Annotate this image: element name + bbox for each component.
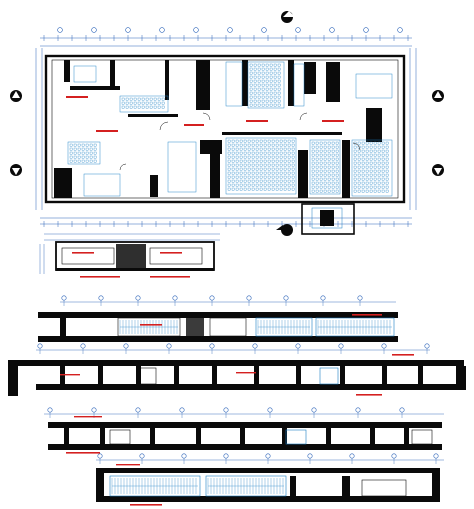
north-arrow-icon xyxy=(281,11,295,23)
elevation-3-columns xyxy=(64,428,409,444)
section-a xyxy=(39,233,220,278)
section-marker-icon xyxy=(432,164,444,176)
plan-entry-stair xyxy=(301,203,355,235)
elevation-4 xyxy=(96,453,444,506)
plan-room-labels xyxy=(66,96,344,132)
grid-bubble-icon xyxy=(209,343,215,349)
grid-bubble-icon xyxy=(261,27,267,33)
grid-bubble-icon xyxy=(135,295,141,301)
grid-bubble-icon xyxy=(61,295,67,301)
grid-bubble-icon xyxy=(329,27,335,33)
grid-bubble-icon xyxy=(172,295,178,301)
grid-bubble-icon xyxy=(125,27,131,33)
grid-bubble-icon xyxy=(381,343,387,349)
section-marker-icon xyxy=(432,90,444,102)
grid-bubble-icon xyxy=(307,453,313,459)
section-marker-icon xyxy=(10,90,22,102)
grid-bubble-icon xyxy=(349,453,355,459)
grid-bubble-icon xyxy=(57,27,63,33)
grid-bubble-icon xyxy=(355,407,361,413)
grid-bubble-icon xyxy=(267,407,273,413)
grid-bubble-icon xyxy=(91,407,97,413)
section-marker-icon xyxy=(10,164,22,176)
elevation-1-grid-bubbles xyxy=(61,295,363,306)
grid-bubble-icon xyxy=(397,27,403,33)
grid-bubble-icon xyxy=(98,295,104,301)
grid-bubble-icon xyxy=(139,453,145,459)
grid-bubble-icon xyxy=(265,453,271,459)
grid-bubble-icon xyxy=(391,453,397,459)
grid-bubble-icon xyxy=(159,27,165,33)
elevation-2 xyxy=(8,343,466,396)
elevation-1-hatch xyxy=(119,320,392,334)
grid-bubble-icon xyxy=(363,27,369,33)
plan-dimension-ticks xyxy=(43,27,409,227)
elevation-3-grid-bubbles xyxy=(47,407,405,418)
grid-bubble-icon xyxy=(179,407,185,413)
grid-bubble-icon xyxy=(209,295,215,301)
plan-interior-walls xyxy=(54,60,382,198)
section-a-dimension-lines xyxy=(39,233,220,274)
elevation-1 xyxy=(38,295,398,342)
section-marker-icon xyxy=(276,224,293,236)
plan-door-swings xyxy=(119,112,361,171)
elevation-2-columns xyxy=(60,366,423,384)
grid-bubble-icon xyxy=(91,27,97,33)
grid-bubble-icon xyxy=(320,295,326,301)
grid-bubble-icon xyxy=(193,27,199,33)
grid-bubble-icon xyxy=(37,343,43,349)
grid-bubble-icon xyxy=(338,343,344,349)
plan-seating-hatch xyxy=(69,63,389,193)
grid-bubble-icon xyxy=(166,343,172,349)
grid-bubble-icon xyxy=(357,295,363,301)
plan-dimension-lines xyxy=(35,37,417,225)
grid-bubble-icon xyxy=(97,453,103,459)
grid-bubble-icon xyxy=(80,343,86,349)
grid-bubble-icon xyxy=(252,343,258,349)
grid-bubble-icon xyxy=(246,295,252,301)
grid-bubble-icon xyxy=(181,453,187,459)
grid-bubble-icon xyxy=(433,453,439,459)
grid-bubble-icon xyxy=(424,343,430,349)
grid-bubble-icon xyxy=(283,295,289,301)
elevation-4-grid-bubbles xyxy=(97,453,439,464)
grid-bubble-icon xyxy=(223,407,229,413)
floor-plan xyxy=(10,11,444,236)
plan-furniture xyxy=(67,61,393,197)
elevation-3 xyxy=(44,407,444,454)
grid-bubble-icon xyxy=(47,407,53,413)
grid-bubble-icon xyxy=(311,407,317,413)
grid-bubble-icon xyxy=(223,453,229,459)
elevation-4-hatch xyxy=(111,478,284,494)
grid-bubble-icon xyxy=(295,343,301,349)
elevation-2-grid-bubbles xyxy=(37,343,430,354)
grid-bubble-icon xyxy=(399,407,405,413)
grid-bubble-icon xyxy=(227,27,233,33)
grid-bubble-icon xyxy=(295,27,301,33)
plan-exterior-walls xyxy=(44,54,406,204)
grid-bubble-icon xyxy=(135,407,141,413)
grid-bubble-icon xyxy=(123,343,129,349)
